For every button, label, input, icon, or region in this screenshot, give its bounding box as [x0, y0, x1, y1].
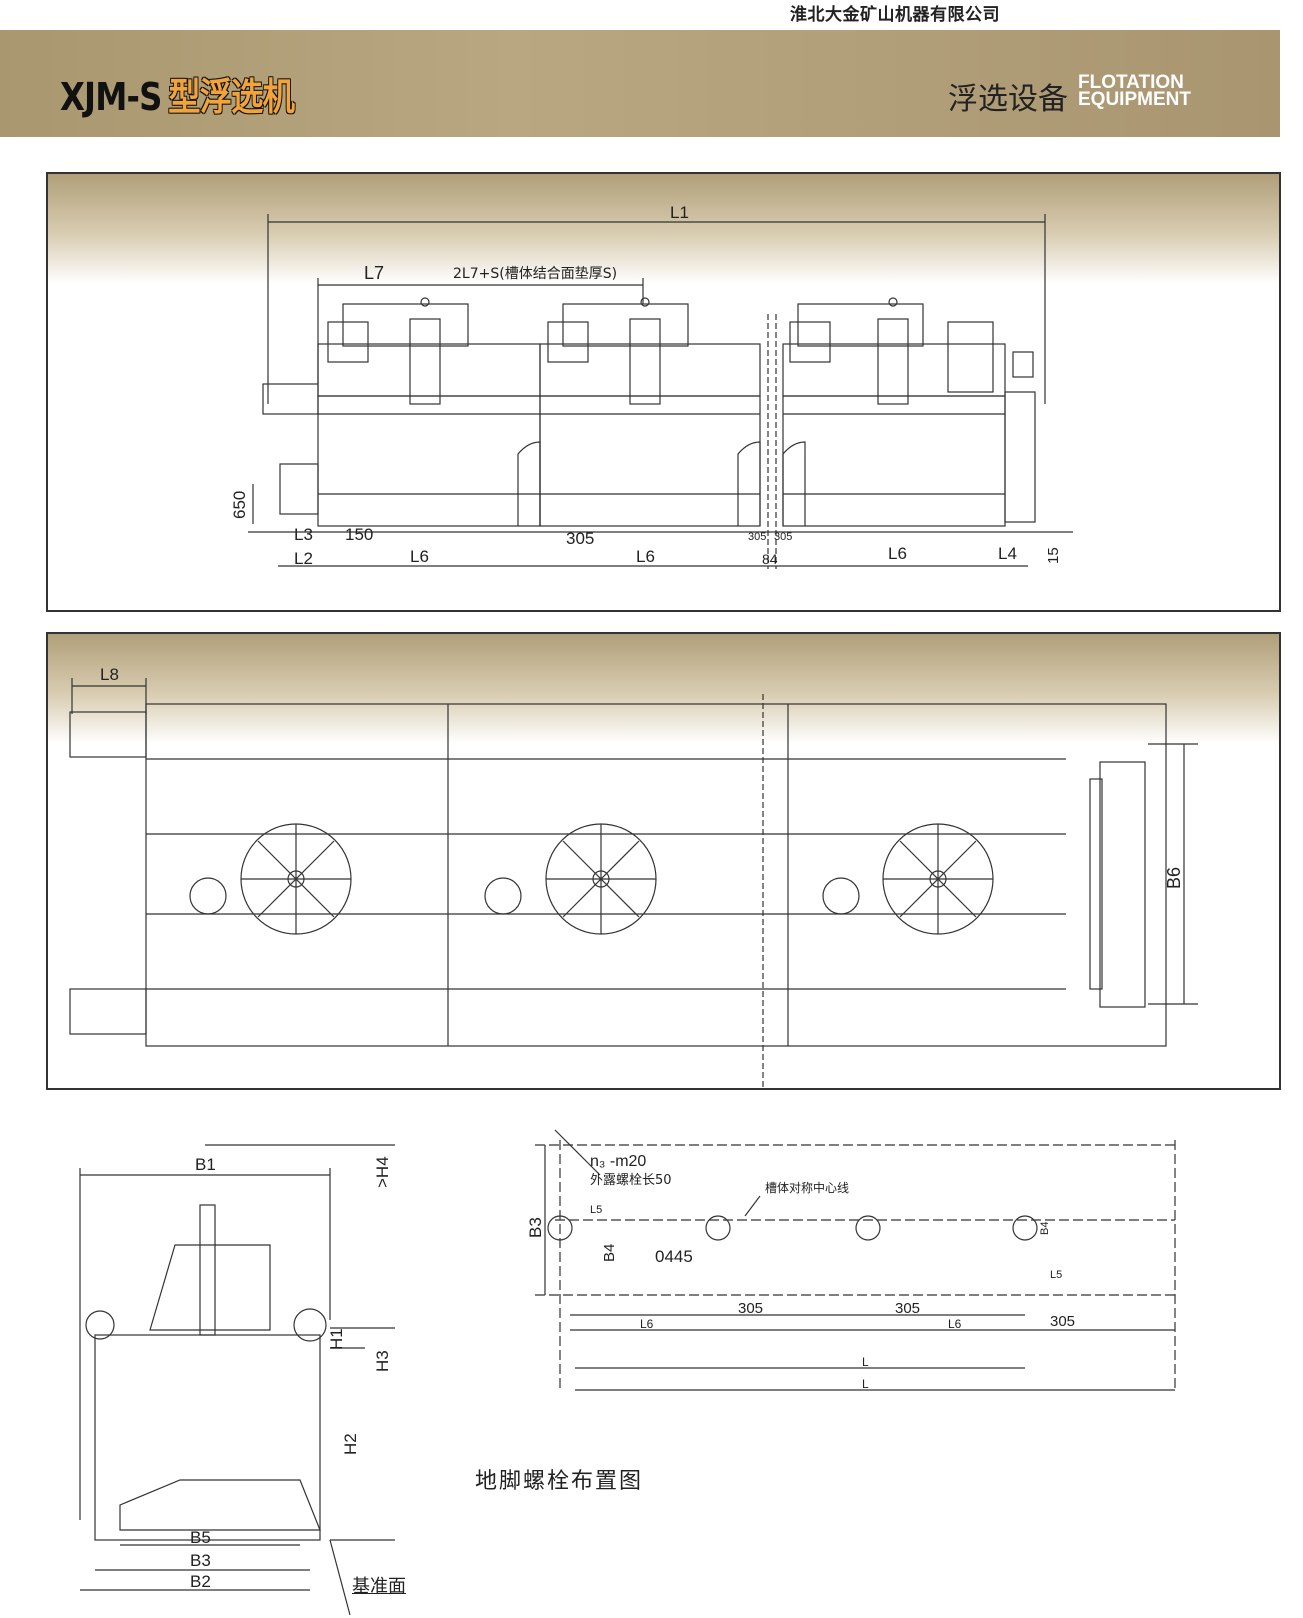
dim-L1: L1: [670, 203, 689, 222]
bolt-layout: B3 n₃ -m20 外露螺栓长50 槽体对称中心线 L5 B4 B4 L5 0…: [526, 1129, 1176, 1391]
plan-view-panel: L8: [46, 632, 1281, 1090]
dim-B1: B1: [195, 1155, 216, 1174]
bolt-exposed: 外露螺栓长50: [590, 1173, 672, 1188]
dim-B5: B5: [190, 1528, 211, 1547]
dim-84: 84: [762, 551, 778, 567]
bolt-dim-B3: B3: [526, 1217, 545, 1238]
category-cn: 浮选设备: [948, 82, 1068, 117]
dim-B2: B2: [190, 1572, 211, 1591]
bolt-305-b: 305: [895, 1300, 920, 1317]
dim-L6-a: L6: [410, 547, 429, 566]
dim-L2: L2: [294, 549, 313, 568]
category-en-line2: EQUIPMENT: [1078, 89, 1191, 110]
panel-shade: [48, 634, 1279, 744]
model-name: 型浮选机: [168, 75, 295, 119]
category-en: FLOTATION EQUIPMENT: [1078, 72, 1191, 110]
dim-H4: >H4: [373, 1156, 392, 1188]
flotation-cell-3: [782, 297, 1006, 527]
bolt-hole-3: [855, 1215, 881, 1241]
dim-L8: L8: [100, 665, 119, 684]
bolt-hole-2: [705, 1215, 731, 1241]
impeller-1: [189, 823, 352, 935]
dim-305-b: 305: [748, 531, 766, 543]
bottom-drawings: B1 >H4 H1 H2 H3 B5 B3 B2 B3 n₃ -m20 外露螺栓…: [79, 1129, 1176, 1616]
bolt-L5-right: L5: [1050, 1269, 1062, 1281]
dim-15: 15: [1045, 547, 1062, 564]
category-en-line1: FLOTATION: [1078, 72, 1184, 93]
dim-H3: H3: [373, 1350, 392, 1372]
bolt-layout-caption: 地脚螺栓布置图: [475, 1469, 644, 1494]
section-view: B1 >H4 H1 H2 H3 B5 B3 B2: [79, 1144, 395, 1616]
dim-305-a: 305: [566, 529, 594, 548]
elevation-drawing: L1 L7 2L7+S(槽体结合面垫厚S): [230, 203, 1073, 569]
bolt-B4-left: B4: [601, 1244, 618, 1262]
panel-shade: [48, 174, 1279, 284]
company-name: 淮北大金矿山机器有限公司: [790, 5, 1000, 24]
centerline-note: 槽体对称中心线: [765, 1180, 849, 1195]
datum-surface-label: 基准面: [352, 1576, 406, 1597]
dim-L3: L3: [294, 525, 313, 544]
model-code: XJM-S: [60, 75, 162, 119]
bolt-L-outer: L: [862, 1377, 869, 1391]
dim-B3: B3: [190, 1551, 211, 1570]
bolt-hole-4: [1012, 1215, 1038, 1241]
bolt-305-c: 305: [1050, 1313, 1075, 1330]
flotation-cell-2: [539, 297, 761, 527]
impeller-2: [484, 823, 657, 935]
dim-H1: H1: [327, 1328, 346, 1350]
dim-650: 650: [230, 491, 249, 519]
dim-span-note: 2L7+S(槽体结合面垫厚S): [453, 266, 617, 282]
flotation-cell-1: [317, 297, 541, 527]
bolt-L5-left: L5: [590, 1204, 602, 1216]
bolt-L6-b: L6: [948, 1317, 962, 1331]
bolt-305-a: 305: [738, 1300, 763, 1317]
bolt-hole-label: 0445: [655, 1247, 693, 1266]
dim-L7: L7: [364, 263, 384, 283]
dim-L6-b: L6: [636, 547, 655, 566]
dim-H2: H2: [341, 1433, 360, 1455]
bolt-L-inner: L: [862, 1355, 869, 1369]
dim-L4: L4: [998, 544, 1017, 563]
bolt-B4-right: B4: [1039, 1222, 1051, 1235]
dim-L6-c: L6: [888, 544, 907, 563]
elevation-view-panel: L1 L7 2L7+S(槽体结合面垫厚S): [46, 172, 1281, 612]
dim-150: 150: [345, 525, 373, 544]
dim-305-c: 305: [774, 531, 792, 543]
plan-drawing: L8: [69, 665, 1198, 1088]
dim-B6: B6: [1164, 867, 1184, 889]
bolt-L6-a: L6: [640, 1317, 654, 1331]
bolt-spec: n₃ -m20: [590, 1153, 646, 1170]
bolt-hole-1: [547, 1215, 573, 1241]
impeller-3: [822, 823, 994, 935]
